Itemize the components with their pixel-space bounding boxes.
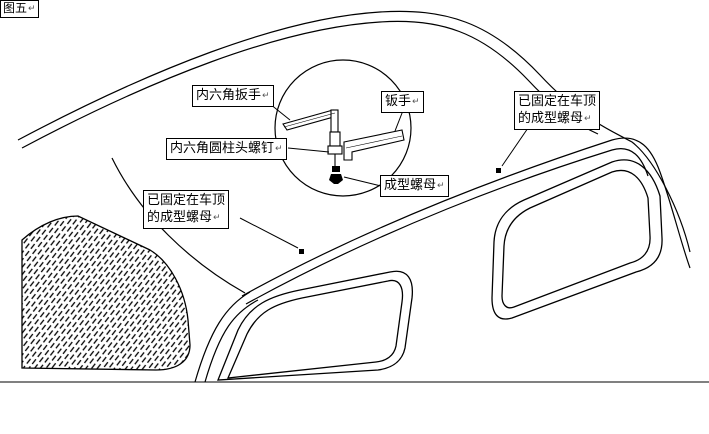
label-spanner-text: 钣手 — [385, 94, 412, 109]
label-fixed-nut-right: 已固定在车顶 的成型螺母↵ — [514, 91, 601, 130]
label-fixed-nut-left: 已固定在车顶 的成型螺母↵ — [143, 190, 230, 229]
label-hex-wrench: 内六角扳手↵ — [192, 85, 274, 107]
nut-drawing — [329, 166, 343, 184]
label-formed-nut: 成型螺母↵ — [380, 175, 449, 197]
label-fixed-nut-right-line1: 已固定在车顶 — [518, 94, 597, 109]
roof-nut-markers — [299, 168, 501, 254]
rear-window — [491, 159, 663, 320]
return-mark: ↵ — [412, 97, 420, 107]
hatched-panel — [21, 215, 191, 371]
roof-nut-left — [299, 249, 304, 254]
figure-label-text: 图五 — [3, 1, 28, 15]
side-panel — [194, 137, 691, 383]
label-fixed-nut-left-line2: 的成型螺母 — [147, 210, 213, 225]
hex-wrench-drawing — [282, 109, 339, 133]
return-mark: ↵ — [262, 91, 270, 101]
spanner-drawing — [343, 129, 405, 161]
label-hex-wrench-text: 内六角扳手 — [196, 88, 262, 103]
return-mark: ↵ — [584, 114, 592, 124]
return-mark: ↵ — [28, 4, 36, 14]
front-window — [217, 270, 414, 381]
detail-circle — [274, 59, 412, 197]
return-mark: ↵ — [275, 144, 283, 154]
label-hex-socket-screw-text: 内六角圆柱头螺钉 — [170, 141, 275, 156]
label-formed-nut-text: 成型螺母 — [384, 178, 437, 193]
label-fixed-nut-right-line2: 的成型螺母 — [518, 111, 584, 126]
roof-nut-right — [496, 168, 501, 173]
screw-drawing — [327, 131, 343, 166]
label-fixed-nut-left-line1: 已固定在车顶 — [147, 193, 226, 208]
label-spanner: 钣手↵ — [381, 91, 424, 113]
return-mark: ↵ — [437, 181, 445, 191]
return-mark: ↵ — [213, 213, 221, 223]
figure-label: 图五↵ — [0, 0, 39, 18]
label-hex-socket-screw: 内六角圆柱头螺钉↵ — [166, 138, 287, 160]
